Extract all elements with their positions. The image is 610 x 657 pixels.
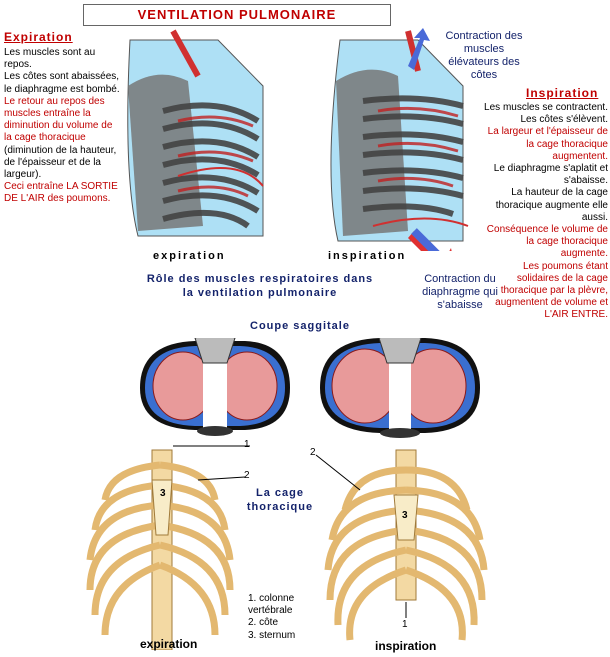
coupe-title: Coupe saggitale (250, 320, 350, 332)
label-3-expiration: 3 (160, 488, 166, 499)
diaphragm-arrow-icon (408, 228, 452, 251)
label-2-expiration: 2 (244, 470, 250, 481)
ribcage-inspiration (315, 449, 488, 641)
insp-line-3: La largeur et l'épaisseur de la cage tho… (487, 126, 608, 162)
caption-inspiration: inspiration (328, 250, 407, 262)
insp-line-4: Le diaphragme s'aplatit et s'abaisse. (493, 163, 608, 187)
inspiration-header: Inspiration (526, 86, 599, 100)
bottom-caption-inspiration: inspiration (375, 639, 437, 653)
role-title: Rôle des muscles respiratoires dans la v… (146, 273, 374, 299)
legend-item-1: 1. colonne vertébrale (248, 593, 295, 617)
label-1-inspiration: 1 (402, 619, 408, 630)
expiration-header: Expiration (4, 30, 73, 44)
insp-line-5: La hauteur de la cage thoracique augment… (495, 187, 608, 223)
exp-line-6: Ceci entraîne LA SORTIE DE L'AIR des pou… (4, 181, 118, 205)
muscle-arrow-icon (408, 28, 430, 70)
cage-title: La cage thoracique (246, 487, 314, 513)
exp-line-3: le diaphragme est bombé. (4, 83, 120, 95)
sagittal-expiration (140, 338, 290, 436)
insp-line-7: Les poumons étant solidaires de la cage … (495, 260, 608, 321)
diaphragm-contraction-label: Contraction du diaphragme qui s'abaisse (422, 273, 498, 311)
insp-line-6: Conséquence le volume de la cage thoraci… (486, 224, 608, 260)
caption-expiration: expiration (153, 250, 226, 262)
thorax-expiration-illustration (127, 29, 264, 237)
insp-line-2: Les côtes s'élèvent. (520, 114, 608, 126)
legend: 1. colonne vertébrale 2. côte 3. sternum (248, 593, 328, 642)
exp-line-1: Les muscles sont au repos. (4, 47, 96, 71)
inspiration-text: Les muscles se contractent. Les côtes s'… (478, 102, 608, 322)
expiration-text: Les muscles sont au repos. Les côtes son… (4, 47, 120, 206)
ribcage-expiration (86, 445, 250, 650)
sagittal-sections (140, 338, 480, 438)
thorax-inspiration-illustration (330, 30, 469, 242)
muscles-contraction-label: Contraction des muscles élévateurs des c… (445, 30, 523, 81)
exp-line-4: Le retour au repos des muscles entraîne … (4, 95, 113, 144)
exp-line-2: Les côtes sont abaissées, (4, 71, 120, 83)
insp-line-1: Les muscles se contractent. (484, 102, 608, 113)
bottom-caption-expiration: expiration (140, 637, 198, 651)
exp-line-5: (diminution de la hauteur, de l'épaisseu… (4, 144, 117, 181)
sagittal-inspiration (320, 338, 480, 438)
label-1-expiration: 1 (244, 439, 250, 450)
rib-cage-illustrations (86, 445, 488, 650)
thorax-side-views (127, 28, 469, 251)
label-2-inspiration: 2 (310, 447, 316, 458)
legend-item-3: 3. sternum (248, 629, 296, 641)
label-3-inspiration: 3 (402, 510, 408, 521)
page-title: VENTILATION PULMONAIRE (83, 4, 391, 26)
legend-item-2: 2. côte (248, 617, 279, 629)
